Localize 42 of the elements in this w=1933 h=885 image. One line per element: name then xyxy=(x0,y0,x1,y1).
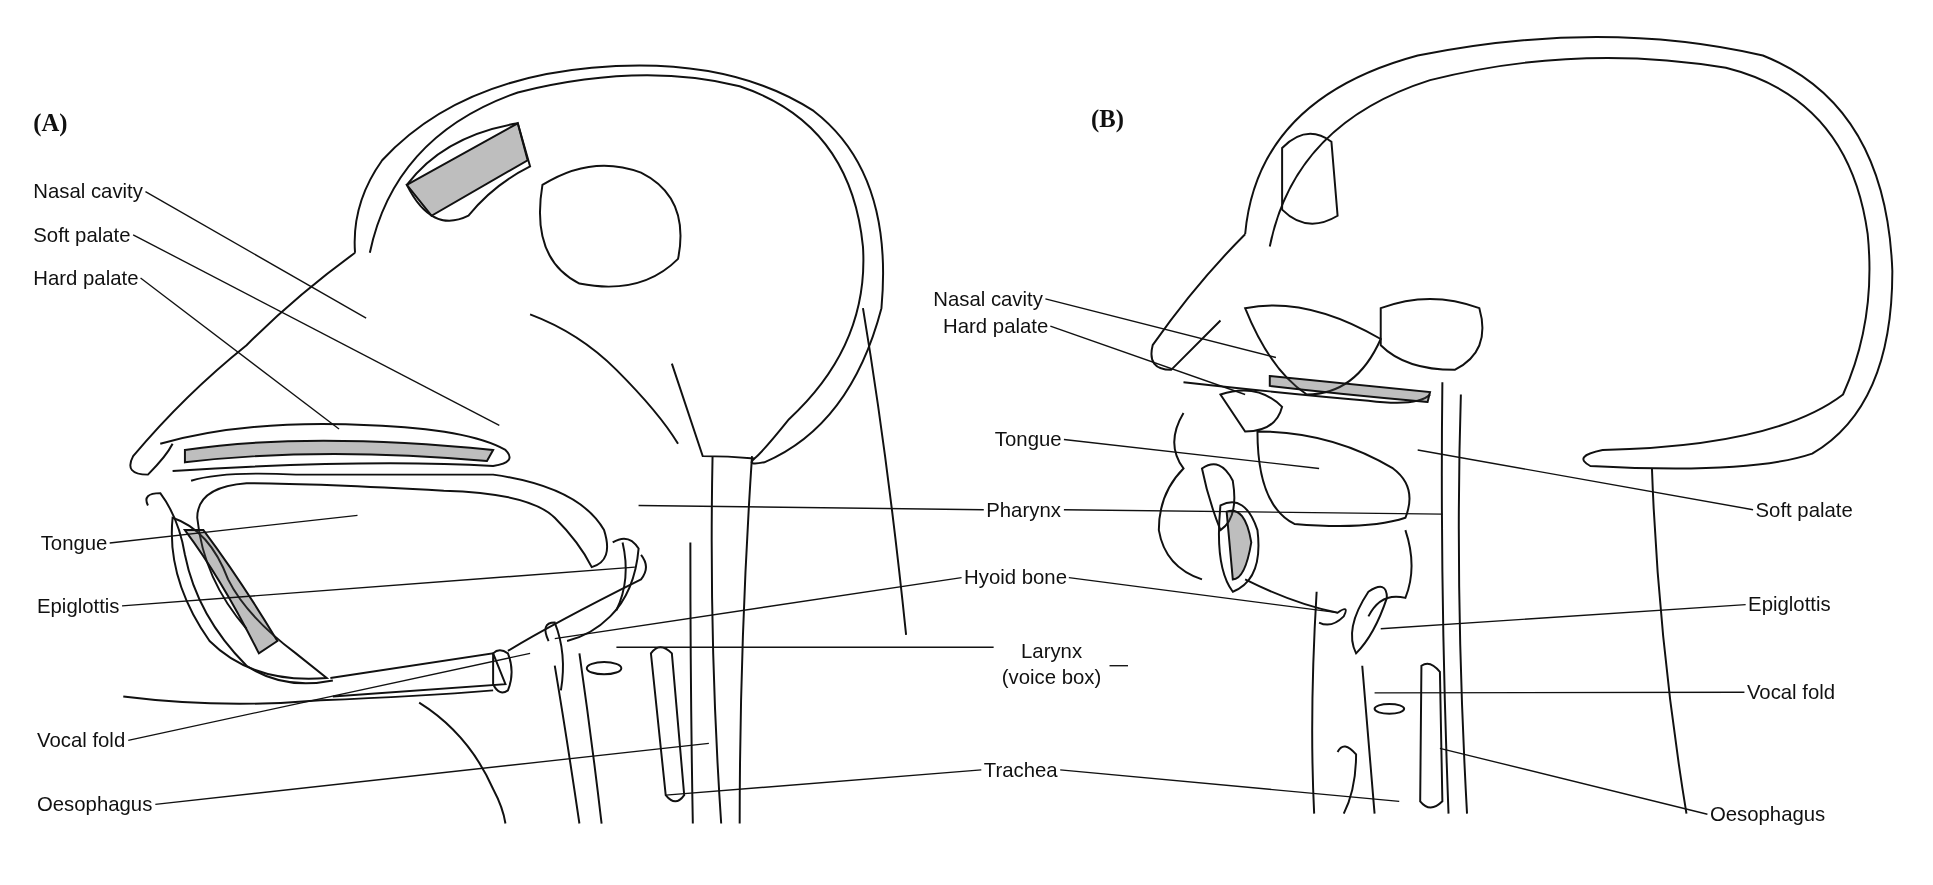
part-label: Soft palate xyxy=(1755,496,1853,524)
leader-line xyxy=(1049,325,1246,396)
part-label: Vocal fold xyxy=(37,727,126,754)
leader-line xyxy=(1108,665,1129,667)
leader-line xyxy=(1063,509,1444,515)
panel-label: (B) xyxy=(1091,104,1124,134)
leader-line xyxy=(1068,576,1339,614)
leader-line xyxy=(144,191,367,319)
leader-line xyxy=(1063,438,1320,470)
panel-label: (A) xyxy=(33,108,68,137)
leader-line xyxy=(615,646,995,648)
leader-line xyxy=(132,234,500,426)
part-label: Pharynx xyxy=(986,496,1061,524)
leader-line xyxy=(139,277,340,430)
leader-line xyxy=(127,652,531,741)
part-label: Epiglottis xyxy=(1748,591,1831,619)
part-label: Nasal cavity xyxy=(33,178,143,206)
leader-line xyxy=(1059,769,1400,802)
leader-line xyxy=(637,504,985,511)
part-label: Trachea xyxy=(983,756,1058,784)
part-label: Oesophagus xyxy=(37,791,153,818)
leader-line xyxy=(554,576,963,640)
part-label: Epiglottis xyxy=(37,593,120,620)
part-label: Hyoid bone xyxy=(964,564,1067,592)
leader-line xyxy=(109,514,359,544)
leader-line xyxy=(154,742,710,806)
part-label: Vocal fold xyxy=(1746,679,1836,706)
leader-line xyxy=(1380,604,1747,630)
leader-line xyxy=(1439,747,1709,815)
part-label: Hard palate xyxy=(943,313,1049,340)
leader-line xyxy=(1417,449,1754,511)
part-label: Tongue xyxy=(994,426,1062,453)
part-label: Hard palate xyxy=(33,265,139,292)
part-label: Soft palate xyxy=(33,221,131,249)
part-label: Tongue xyxy=(40,530,108,557)
leader-line xyxy=(665,769,982,796)
part-label: Oesophagus xyxy=(1709,801,1826,828)
part-label: Nasal cavity xyxy=(933,286,1043,313)
leader-line xyxy=(1044,298,1277,359)
leader-line xyxy=(121,566,636,607)
leader-line xyxy=(1373,691,1746,694)
part-label: Larynx (voice box) xyxy=(996,638,1108,692)
